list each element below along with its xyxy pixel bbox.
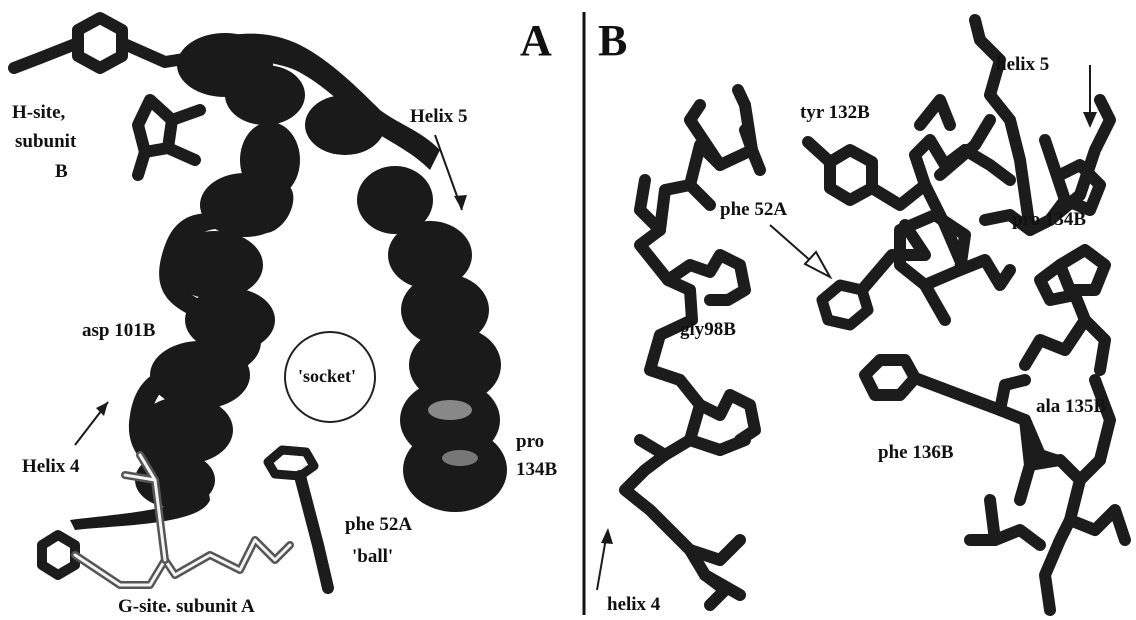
label-ala135b: ala 135B (1036, 396, 1107, 417)
label-pro-a-line2: 134B (516, 459, 558, 480)
label-helix5-a: Helix 5 (410, 106, 468, 127)
label-phe52a-b: phe 52A (720, 199, 787, 220)
label-helix5-b: helix 5 (996, 54, 1049, 75)
label-pro134b: pro 134B (1012, 209, 1086, 230)
panel-b-letter: B (598, 16, 627, 65)
label-pro-a-line1: pro (516, 431, 544, 452)
panel-a-letter: A (520, 16, 552, 65)
label-ball: 'ball' (352, 546, 393, 567)
label-g-site: G-site. subunit A (118, 596, 255, 617)
label-h-site-line2: subunit (15, 131, 77, 152)
label-socket: 'socket' (298, 366, 356, 386)
label-gly98b: gly98B (680, 319, 736, 340)
label-tyr132b: tyr 132B (800, 102, 870, 123)
label-phe52a-a: phe 52A (345, 514, 412, 535)
label-phe136b: phe 136B (878, 442, 954, 463)
label-h-site-line3: B (55, 161, 68, 182)
label-asp101b: asp 101B (82, 320, 156, 341)
label-helix4-a: Helix 4 (22, 456, 80, 477)
label-h-site-line1: H-site, (12, 102, 66, 123)
label-helix4-b: helix 4 (607, 594, 661, 615)
